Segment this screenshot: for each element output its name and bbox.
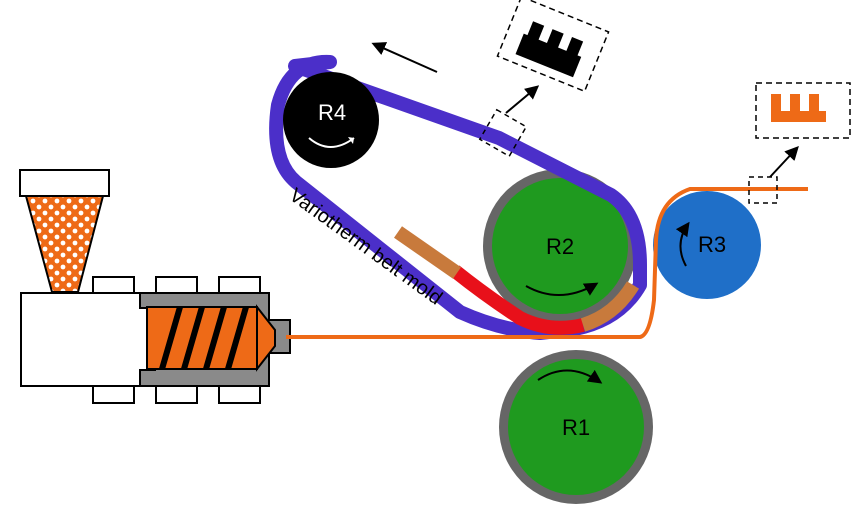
variotherm-belt (269, 54, 647, 340)
roller-r3: R3 (653, 191, 761, 299)
roller-r2: R2 (483, 169, 637, 323)
mold-microstructure-icon (515, 21, 584, 78)
roller-r1-rotation-arrow (537, 369, 603, 384)
polymer-film (286, 187, 808, 339)
heater-band (92, 276, 135, 295)
roller-r1-label: R1 (562, 415, 590, 440)
heater-band (155, 385, 198, 404)
roller-r3-rotation-arrow (675, 221, 690, 267)
heater-band (155, 276, 198, 295)
belt-direction-arrow (371, 42, 438, 73)
belt-structure-callout (478, 0, 610, 158)
roller-r4: R4 (283, 72, 379, 168)
screw (146, 304, 276, 372)
roller-r3-label: R3 (698, 232, 726, 257)
heater-band (218, 276, 261, 295)
hopper-top (19, 169, 110, 197)
extruder (19, 169, 291, 404)
roller-r4-rotation-arrow (308, 137, 355, 148)
film-microstructure-icon (771, 94, 826, 122)
heater-band (218, 385, 261, 404)
roller-r2-rotation-arrow (525, 282, 599, 296)
roller-r2-label: R2 (546, 234, 574, 259)
film-structure-callout (748, 82, 851, 204)
hopper-funnel (24, 195, 105, 293)
roller-r4-label: R4 (318, 100, 346, 125)
heater-band (92, 385, 135, 404)
roller-r1: R1 (499, 350, 653, 504)
